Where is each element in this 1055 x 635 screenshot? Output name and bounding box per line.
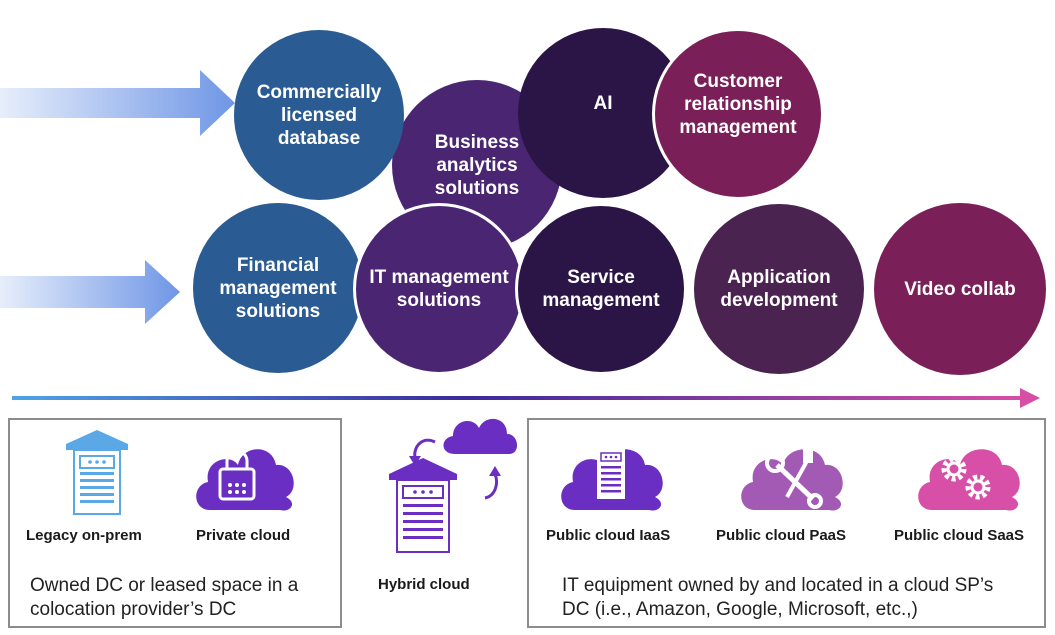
circle-financial-management: Financial management solutions <box>193 203 363 373</box>
circle-application-development: Application development <box>694 204 864 374</box>
on-prem-description: Owned DC or leased space in a colocation… <box>30 575 299 620</box>
circle-service-management: Service management <box>515 203 687 375</box>
on-prem-group-box <box>8 418 342 628</box>
circle-customer-relationship-management: Customer relationship management <box>652 28 824 200</box>
circle-it-management: IT management solutions <box>353 203 525 375</box>
bottom-entry-arrow <box>0 260 180 324</box>
spectrum-arrow <box>12 388 1040 408</box>
iaas-label: Public cloud IaaS <box>546 527 671 544</box>
private-cloud-label: Private cloud <box>196 527 291 544</box>
circle-video-collab: Video collab <box>874 203 1046 375</box>
paas-label: Public cloud PaaS <box>716 527 847 544</box>
top-entry-arrow <box>0 70 235 136</box>
server-rack-icon <box>66 430 128 515</box>
private-cloud-lock-icon <box>196 449 294 511</box>
paas-tools-cloud-icon <box>741 449 843 511</box>
circle-ai: AI <box>518 28 688 198</box>
public-cloud-description: IT equipment owned by and located in a c… <box>562 575 994 620</box>
saas-gears-cloud-icon <box>918 449 1020 511</box>
legacy-on-prem-label: Legacy on-prem <box>26 527 142 544</box>
hybrid-cloud-label: Hybrid cloud <box>378 576 470 593</box>
public-cloud-group-box <box>527 418 1046 628</box>
iaas-server-cloud-icon <box>561 449 663 511</box>
saas-label: Public cloud SaaS <box>894 527 1025 544</box>
circle-commercially-licensed-database: Commercially licensed database <box>234 30 404 200</box>
hybrid-cloud-icon <box>389 418 518 553</box>
